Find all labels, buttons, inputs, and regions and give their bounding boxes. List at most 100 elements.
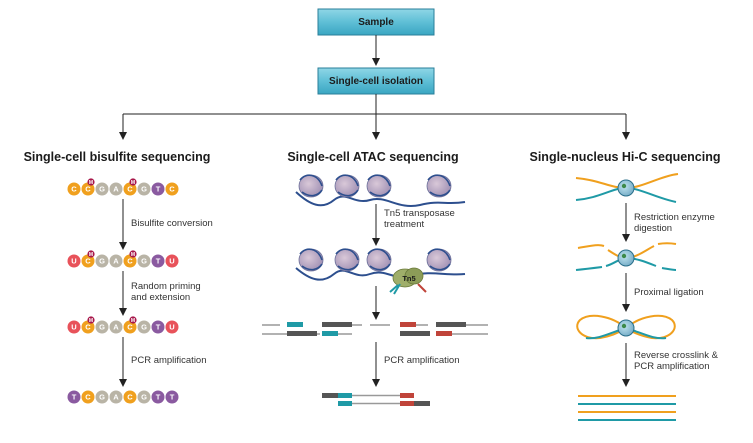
methylation-mark (129, 178, 137, 186)
nucleotide-letter: G (99, 393, 105, 402)
nucleotide-T (151, 390, 165, 404)
nucleosome (334, 248, 360, 272)
nucleotide-letter: U (71, 323, 76, 332)
title-atac: Single-cell ATAC sequencing (287, 150, 458, 164)
methylation-mark-label: M (131, 318, 135, 324)
nucleotide-C (81, 254, 95, 268)
methylation-mark (129, 316, 137, 324)
step-proximal-ligation: Proximal ligation (634, 287, 704, 298)
methylation-mark-label: M (89, 318, 93, 324)
nucleotide-letter: G (141, 257, 147, 266)
nucleotide-letter: G (99, 185, 105, 194)
step-bisulfite-conversion: Bisulfite conversion (131, 218, 213, 229)
nucleotide-U (165, 320, 179, 334)
atac-amplicons (322, 393, 430, 406)
nucleotide-letter: C (127, 323, 133, 332)
nucleotide-letter: T (156, 393, 161, 402)
nucleotide-C (123, 320, 137, 334)
nucleotide-letter: T (156, 257, 161, 266)
nucleosome (298, 174, 324, 198)
hic-crosslinked-dna (575, 173, 679, 203)
isolation-box (317, 67, 435, 95)
nucleotide-C (81, 390, 95, 404)
title-hic: Single-nucleus Hi-C sequencing (530, 150, 721, 164)
nucleotide-letter: C (85, 393, 91, 402)
nucleotide-C (81, 320, 95, 334)
nucleotide-T (151, 320, 165, 334)
nucleotide-letter: G (141, 185, 147, 194)
nucleotide-G (95, 254, 109, 268)
chromatin-with-tn5: Tn5 (295, 248, 466, 295)
nucleotide-U (165, 254, 179, 268)
tn5-enzyme: Tn5 (389, 267, 427, 295)
step-reverse-crosslink-pcr: Reverse crosslink &PCR amplification (634, 350, 719, 372)
methylation-mark-label: M (89, 180, 93, 186)
nucleotide-G (137, 182, 151, 196)
atac-fragments (262, 322, 488, 336)
nucleosome (366, 248, 392, 272)
nucleosome (366, 174, 392, 198)
nucleotide-letter: G (99, 323, 105, 332)
methylation-mark (129, 250, 137, 258)
nucleotide-C (123, 254, 137, 268)
nucleotide-letter: U (169, 257, 174, 266)
nucleotide-T (151, 182, 165, 196)
hic-digested-dna (575, 242, 677, 271)
nucleotide-letter: T (156, 185, 161, 194)
nucleotide-letter: C (127, 393, 133, 402)
nucleotide-letter: U (71, 257, 76, 266)
nucleotide-C (67, 182, 81, 196)
nucleosome (426, 174, 452, 198)
sample-label: Sample (358, 17, 394, 28)
nucleotide-G (137, 254, 151, 268)
branch-connector (119, 94, 630, 140)
nucleotide-T (151, 254, 165, 268)
hic-ligated-loop (576, 314, 676, 340)
nucleotide-C (123, 390, 137, 404)
nucleosome (426, 248, 452, 272)
tn5-label: Tn5 (402, 274, 415, 283)
nucleotide-T (165, 390, 179, 404)
methylation-mark-label: M (89, 252, 93, 258)
nucleotide-T (67, 390, 81, 404)
title-bisulfite: Single-cell bisulfite sequencing (24, 150, 211, 164)
nucleotide-letter: G (141, 323, 147, 332)
methylation-mark (87, 250, 95, 258)
nucleotide-letter: C (85, 185, 91, 194)
nucleotide-letter: A (113, 393, 119, 402)
nucleotide-letter: T (170, 393, 175, 402)
nucleotide-letter: G (99, 257, 105, 266)
nucleotide-A (109, 320, 123, 334)
hic-products (578, 395, 676, 421)
nucleotide-G (95, 320, 109, 334)
step-pcr-atac: PCR amplification (384, 355, 460, 366)
nucleotide-G (95, 390, 109, 404)
nucleotide-letter: A (113, 323, 119, 332)
nucleotide-C (81, 182, 95, 196)
nucleotide-A (109, 254, 123, 268)
methylation-mark-label: M (131, 252, 135, 258)
methylation-mark-label: M (131, 180, 135, 186)
nucleotide-letter: C (169, 185, 175, 194)
nucleosome (298, 248, 324, 272)
isolation-label: Single-cell isolation (329, 76, 423, 87)
nucleotide-C (165, 182, 179, 196)
nucleotide-G (95, 182, 109, 196)
nucleotide-A (109, 182, 123, 196)
nucleotide-G (137, 320, 151, 334)
nucleotide-letter: U (169, 323, 174, 332)
nucleotide-letter: G (141, 393, 147, 402)
nucleotide-letter: C (85, 323, 91, 332)
nucleotide-letter: C (127, 257, 133, 266)
nucleotide-letter: T (156, 323, 161, 332)
step-pcr-bisulfite: PCR amplification (131, 355, 207, 366)
nucleotide-U (67, 320, 81, 334)
nucleotide-G (137, 390, 151, 404)
methylation-mark (87, 316, 95, 324)
nucleotide-letter: C (85, 257, 91, 266)
